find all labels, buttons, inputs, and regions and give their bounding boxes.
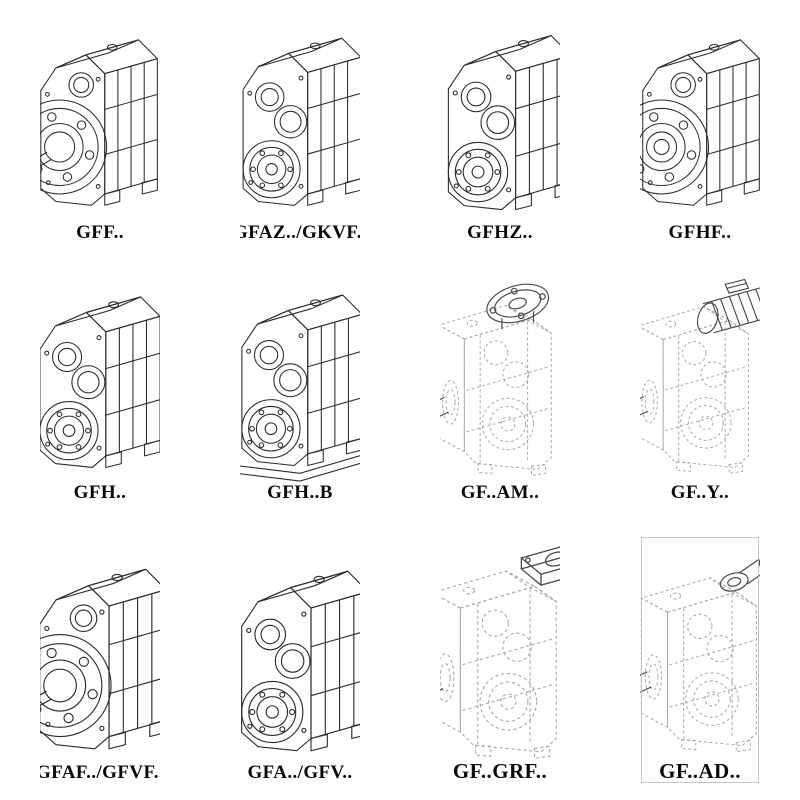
model-label: GFHF.. (668, 222, 732, 243)
gearbox-drawing-gfaf-gfvf (40, 536, 160, 762)
catalog-item-gfh-b: GFH..B (240, 276, 360, 504)
gearbox-phantom-motor-icon (640, 276, 760, 482)
catalog-item-gfa-gfv: GFA../GFV.. (240, 536, 360, 784)
gearbox-drawing-gf-y (640, 276, 760, 482)
model-label: GFHZ.. (467, 222, 533, 243)
catalog-item-gfhf: GFHF.. (640, 16, 760, 244)
gearbox-flange-shaft-icon (40, 16, 160, 222)
gearbox-drawing-gfa-gfv (240, 536, 360, 762)
catalog-item-gfaf-gfvf: GFAF../GFVF.. (40, 536, 160, 784)
gearbox-phantom-flange-block-icon (440, 536, 560, 759)
gearbox-drawing-gff (40, 16, 160, 222)
gearbox-drawing-gf-ad (640, 536, 760, 759)
gearbox-phantom-shaft-adapter-icon (640, 536, 760, 759)
model-label: GFH.. (73, 482, 127, 503)
catalog-item-gfh: GFH.. (40, 276, 160, 504)
catalog-item-gff: GFF.. (40, 16, 160, 244)
gearbox-drawing-gfhz (440, 16, 560, 222)
gearbox-hollow-shaft-icon (240, 16, 360, 222)
model-label: GFF.. (76, 222, 124, 243)
gearbox-hollow-shaft-icon (40, 276, 160, 482)
gearbox-hollow-shaft-icon (240, 536, 360, 762)
gearbox-flange-hollow-icon (640, 16, 760, 222)
model-label: GFA../GFV.. (247, 762, 353, 783)
gearbox-drawing-gf-grf (440, 536, 560, 759)
gearbox-drawing-gfaz-gkvf (240, 16, 360, 222)
gearbox-drawing-gf-am (440, 276, 560, 482)
catalog-item-gf-am: GF..AM.. (440, 276, 560, 504)
catalog-item-gf-grf: GF..GRF.. (440, 536, 560, 784)
gearbox-hollow-shaft-icon (440, 16, 560, 222)
model-label: GF..AD.. (659, 759, 741, 783)
catalog-item-gfaz-gkvf: GFAZ../GKVF.. (240, 16, 360, 244)
catalog-item-gfhz: GFHZ.. (440, 16, 560, 244)
model-label: GF..Y.. (670, 482, 730, 503)
catalog-item-gf-ad: GF..AD.. (640, 536, 760, 784)
model-label: GFH..B (267, 482, 333, 503)
gearbox-drawing-gfh-b (240, 276, 360, 482)
model-label: GF..GRF.. (452, 759, 548, 783)
gearbox-flange-shaft-icon (40, 536, 160, 762)
gearbox-drawing-gfh (40, 276, 160, 482)
model-label: GFAZ../GKVF.. (240, 222, 360, 243)
catalog-item-gf-y: GF..Y.. (640, 276, 760, 504)
model-label: GF..AM.. (460, 482, 540, 503)
model-label: GFAF../GFVF.. (40, 762, 160, 783)
gearbox-hollow-shaft-base-icon (240, 276, 360, 482)
gearbox-phantom-adapter-icon (440, 276, 560, 482)
gearbox-drawing-gfhf (640, 16, 760, 222)
